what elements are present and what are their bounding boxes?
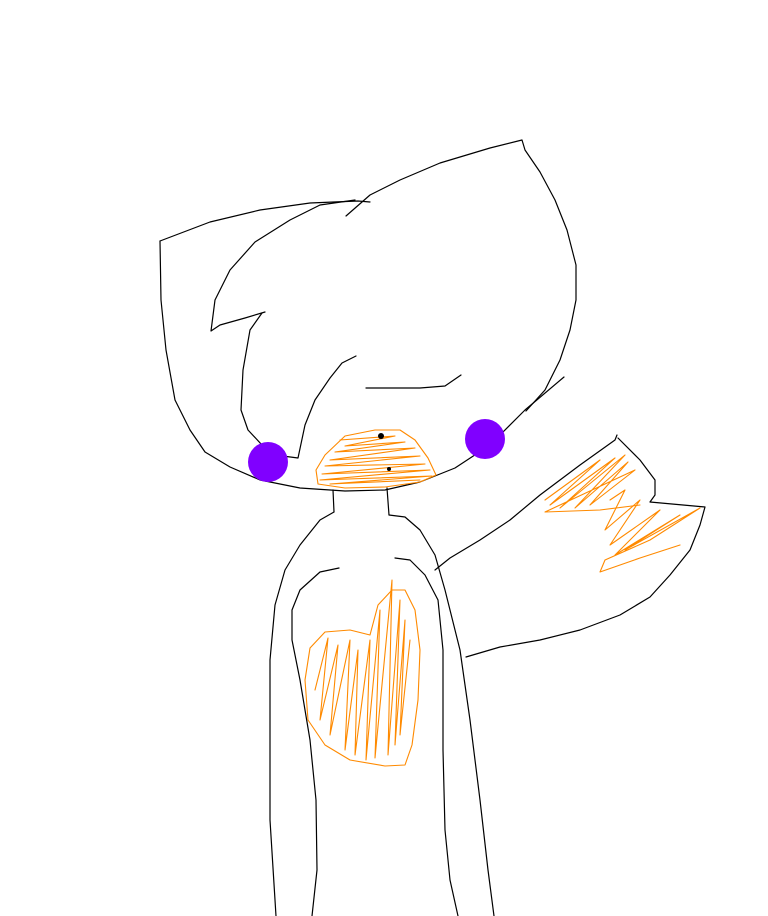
body bbox=[269, 487, 495, 916]
nose-outline bbox=[315, 429, 437, 489]
cheek-left bbox=[248, 442, 288, 482]
neck-left bbox=[332, 489, 335, 513]
eye-right-dot bbox=[387, 467, 391, 471]
heart-outline bbox=[304, 589, 421, 767]
raised-arm bbox=[434, 434, 706, 658]
left-arm-inner bbox=[291, 567, 340, 916]
cheek-right bbox=[465, 419, 505, 459]
hair-fringe bbox=[210, 199, 356, 332]
mouth-line bbox=[365, 374, 462, 389]
nose bbox=[315, 429, 437, 489]
body-left-outline bbox=[269, 511, 335, 916]
hand-lower-scribble bbox=[599, 489, 701, 573]
eye-left-dot bbox=[378, 433, 384, 439]
face-outline bbox=[159, 240, 565, 492]
head-top-left-outline bbox=[159, 200, 371, 242]
heart-scribble bbox=[314, 579, 411, 761]
hand-and-arm-lower-outline bbox=[465, 437, 706, 658]
hair-side bbox=[240, 312, 357, 459]
hand-upper-scribble bbox=[544, 454, 641, 513]
body-right-outline bbox=[388, 514, 495, 916]
nose-scribble bbox=[319, 435, 433, 485]
body-right-inner bbox=[394, 557, 459, 916]
heart bbox=[304, 579, 421, 767]
arm-upper-outline bbox=[434, 434, 618, 571]
neck-right bbox=[386, 487, 390, 516]
ear-outline bbox=[345, 139, 577, 412]
